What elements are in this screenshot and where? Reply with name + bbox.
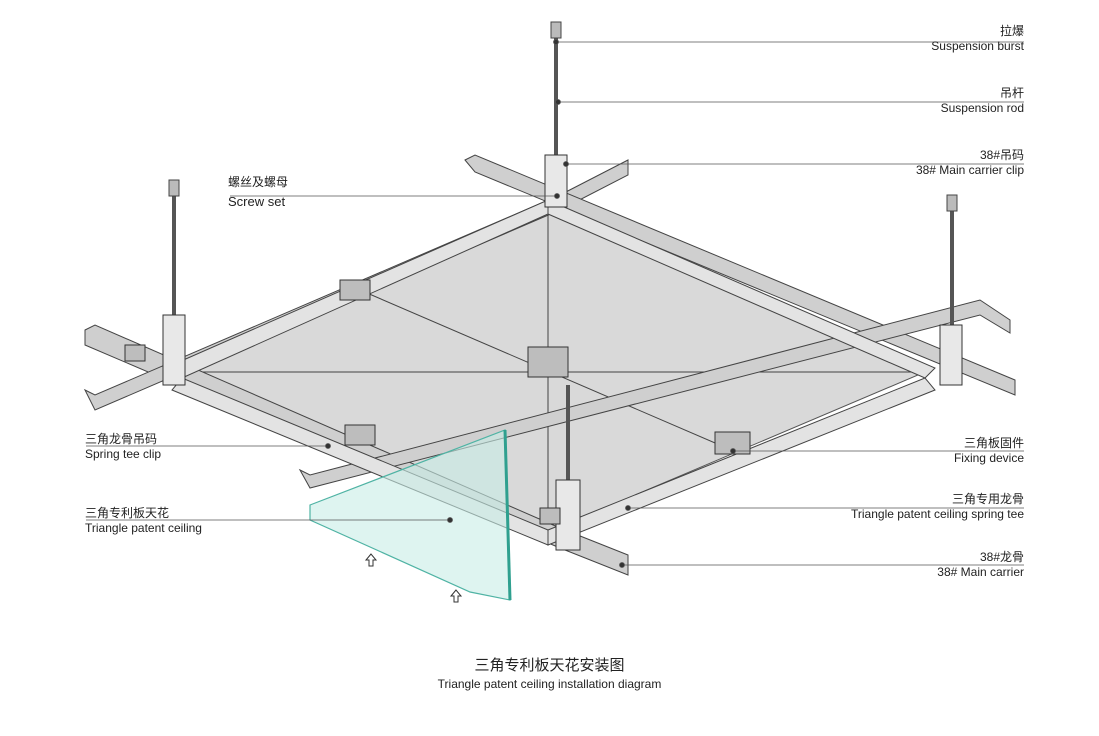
suspension-bursts — [168, 21, 958, 212]
diagram-caption: 三角专利板天花安装图 Triangle patent ceiling insta… — [437, 657, 662, 691]
leader-lines — [86, 39, 1024, 568]
label-spring-tee-clip: 三角龙骨吊码 Spring tee clip — [85, 432, 162, 461]
label-main-carrier: 38#龙骨 38# Main carrier — [937, 550, 1024, 579]
glass-panel — [309, 429, 511, 601]
label-patent-ceiling: 三角专利板天花 Triangle patent ceiling — [85, 506, 202, 535]
suspension-rods — [172, 30, 954, 480]
label-main-carrier-clip: 38#吊码 38# Main carrier clip — [915, 148, 1024, 177]
label-suspension-burst: 拉爆 Suspension burst — [931, 24, 1024, 53]
label-spring-tee: 三角专用龙骨 Triangle patent ceiling spring te… — [851, 492, 1024, 521]
fixing-devices — [124, 279, 751, 525]
label-fixing-device: 三角板固件 Fixing device — [953, 436, 1024, 465]
label-suspension-rod: 吊杆 Suspension rod — [940, 86, 1024, 115]
up-arrow-icon — [364, 553, 463, 603]
label-screw-set: 螺丝及螺母 Screw set — [228, 175, 289, 209]
